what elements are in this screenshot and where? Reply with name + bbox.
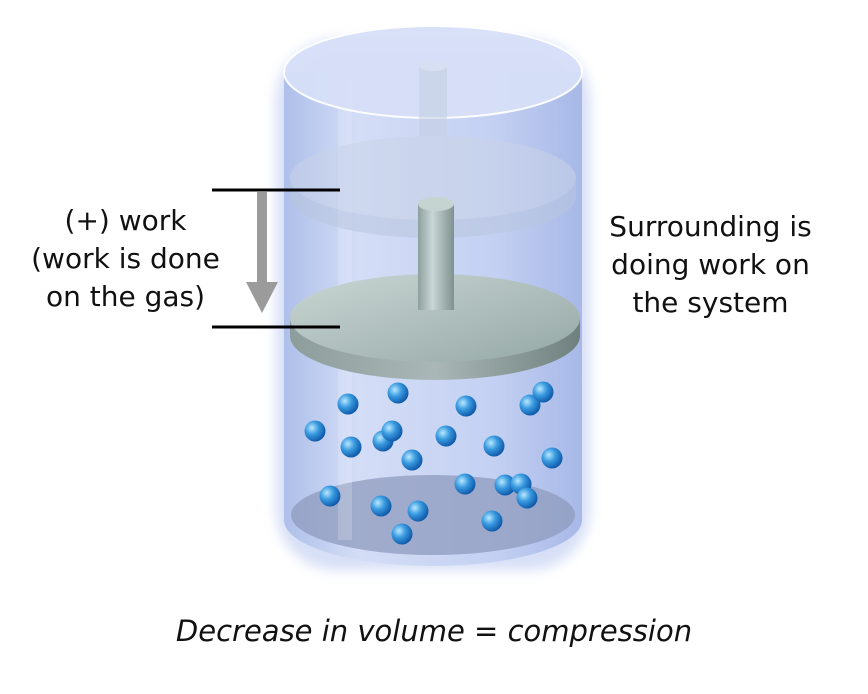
work-sign-line-2: (work is done: [31, 242, 220, 275]
piston: [290, 197, 580, 380]
gas-molecule-icon: [455, 395, 477, 417]
gas-molecule-icon: [483, 435, 505, 457]
gas-molecule-icon: [387, 382, 409, 404]
gas-molecule-icon: [337, 393, 359, 415]
gas-molecule-icon: [381, 420, 403, 442]
work-sign-line-3: on the gas): [45, 280, 206, 313]
gas-molecule-icon: [391, 523, 413, 545]
work-sign-label: (+) work (work is done on the gas): [18, 202, 233, 316]
gas-molecule-icon: [516, 487, 538, 509]
gas-molecule-icon: [519, 394, 541, 416]
initial-piston-ghost: [290, 61, 576, 238]
gas-molecule-icon: [401, 449, 423, 471]
gas-molecule-icon: [407, 500, 429, 522]
surroundings-label: Surrounding is doing work on the system: [598, 208, 823, 322]
gas-molecule-icon: [481, 510, 503, 532]
piston-head: [290, 274, 580, 362]
caption: Decrease in volume = compression: [175, 614, 693, 648]
surroundings-line-1: Surrounding is: [609, 210, 812, 243]
surroundings-line-3: the system: [632, 286, 789, 319]
gas-molecules: [304, 381, 563, 545]
surroundings-line-2: doing work on: [611, 248, 810, 281]
gas-molecule-icon: [541, 447, 563, 469]
down-arrow-icon: [246, 192, 278, 313]
gas-molecule-icon: [304, 420, 326, 442]
gas-molecule-icon: [370, 495, 392, 517]
gas-molecule-icon: [319, 485, 341, 507]
gas-molecule-icon: [454, 473, 476, 495]
gas-molecule-icon: [494, 474, 516, 496]
work-sign-line-1: (+) work: [64, 204, 187, 237]
gas-molecule-icon: [340, 436, 362, 458]
displacement-indicator: [212, 188, 340, 329]
gas-molecule-icon: [532, 381, 554, 403]
gas-molecule-icon: [435, 425, 457, 447]
